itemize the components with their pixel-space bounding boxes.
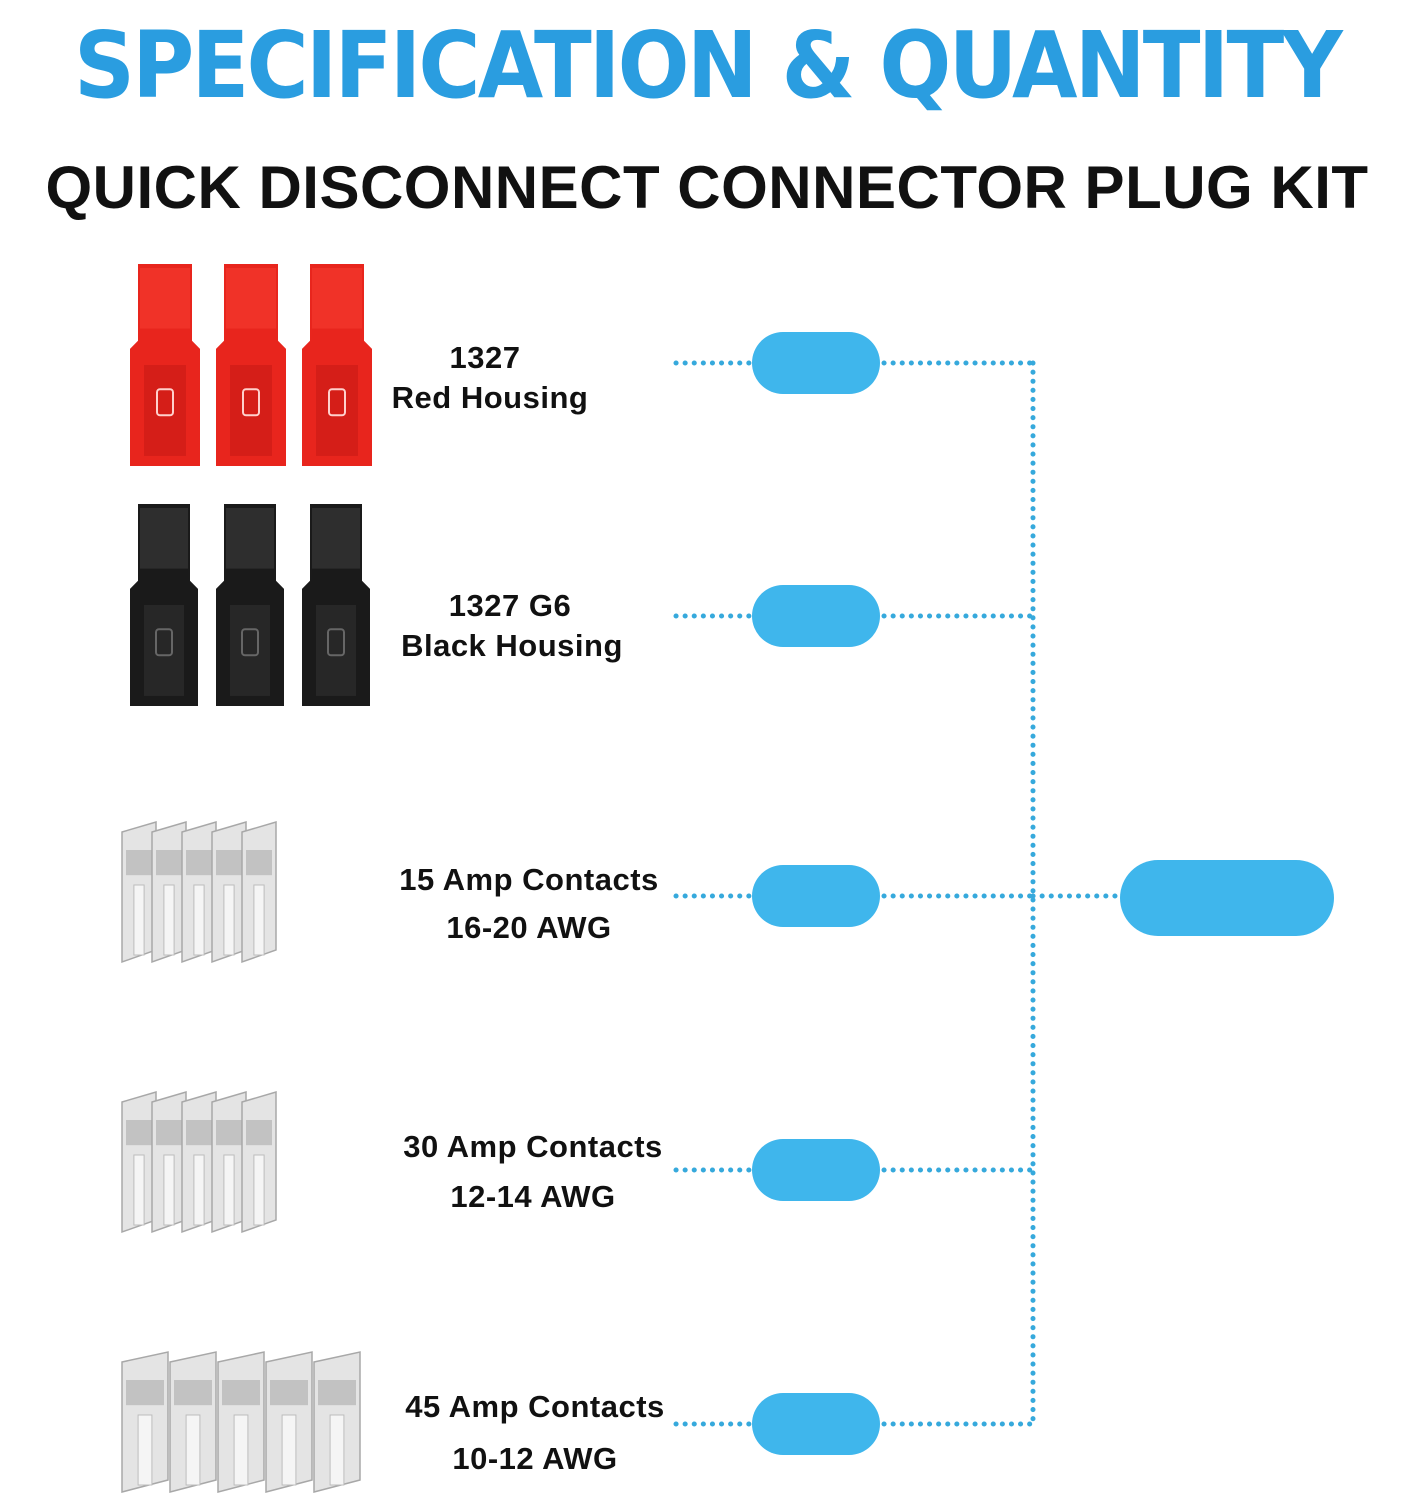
contact-15a-0 [121, 820, 157, 964]
housing-groove [230, 365, 272, 456]
contact-band [126, 850, 152, 876]
housing-logo-mark [241, 628, 259, 657]
housing-highlight [226, 268, 276, 329]
contact-barrel [281, 1414, 297, 1486]
contact-15a-2 [181, 820, 217, 964]
contact-band [174, 1380, 212, 1406]
item-description: Black Housing [401, 628, 623, 663]
item-label-15-amp: 15 Amp Contacts 16-20 AWG [388, 856, 670, 952]
item-description: Red Housing [391, 380, 589, 415]
housing-logo-mark [156, 388, 174, 417]
contact-band [156, 850, 182, 876]
contact-barrel [133, 884, 145, 956]
contact-band [216, 1120, 242, 1146]
contact-barrel [223, 1154, 235, 1226]
contact-barrel [163, 1154, 175, 1226]
black-housing-2 [302, 504, 370, 706]
contact-barrel [193, 884, 205, 956]
item-code: 15 Amp Contacts [399, 862, 659, 897]
housing-groove [144, 365, 186, 456]
housing-groove [316, 365, 358, 456]
contact-barrel [193, 1154, 205, 1226]
housing-highlight [140, 268, 190, 329]
contact-band [186, 1120, 212, 1146]
product-images [121, 264, 372, 1493]
contact-45a-3 [265, 1351, 313, 1493]
contact-barrel [133, 1154, 145, 1226]
contact-30a-4 [241, 1090, 277, 1234]
page-title: SPECIFICATION & QUANTITY [74, 12, 1343, 119]
contact-45a-4 [313, 1351, 361, 1493]
contact-band [186, 850, 212, 876]
item-code: 1327 G6 [448, 588, 572, 623]
housing-logo-mark [242, 388, 260, 417]
contact-band [126, 1380, 164, 1406]
quantity-pill-4 [752, 1393, 880, 1455]
quantity-pill-1 [752, 585, 880, 647]
housing-groove [316, 605, 356, 696]
contact-30a-1 [151, 1090, 187, 1234]
contact-barrel [233, 1414, 249, 1486]
quantity-pills [752, 332, 1334, 1455]
contact-30a-2 [181, 1090, 217, 1234]
contact-band [126, 1120, 152, 1146]
contact-45a-0 [121, 1351, 169, 1493]
contact-barrel [253, 884, 265, 956]
red-housing-0 [130, 264, 200, 466]
quantity-pill-3 [752, 1139, 880, 1201]
item-label-red-housing: 1327 Red Housing [380, 338, 600, 418]
contact-band [318, 1380, 356, 1406]
contact-30a-0 [121, 1090, 157, 1234]
contact-band [246, 1120, 272, 1146]
contact-band [270, 1380, 308, 1406]
contact-band [222, 1380, 260, 1406]
housing-highlight [312, 268, 362, 329]
housing-logo-mark [328, 388, 346, 417]
page-subtitle: QUICK DISCONNECT CONNECTOR PLUG KIT [45, 154, 1369, 221]
contact-15a-1 [151, 820, 187, 964]
dotted-connectors [673, 360, 1119, 1427]
contact-15a-4 [241, 820, 277, 964]
housing-highlight [226, 508, 274, 569]
contact-barrel [253, 1154, 265, 1226]
contact-barrel [137, 1414, 153, 1486]
contact-band [156, 1120, 182, 1146]
contact-barrel [223, 884, 235, 956]
black-housing-1 [216, 504, 284, 706]
contact-15a-3 [211, 820, 247, 964]
housing-groove [230, 605, 270, 696]
item-description: 10-12 AWG [452, 1441, 618, 1476]
item-code: 45 Amp Contacts [405, 1389, 665, 1424]
black-housing-0 [130, 504, 198, 706]
housing-logo-mark [327, 628, 345, 657]
red-housing-2 [302, 264, 372, 466]
contact-barrel [163, 884, 175, 956]
housing-highlight [140, 508, 188, 569]
item-label-45-amp: 45 Amp Contacts 10-12 AWG [394, 1381, 676, 1485]
housing-groove [144, 605, 184, 696]
item-code: 1327 [449, 340, 521, 375]
contact-30a-3 [211, 1090, 247, 1234]
contact-band [216, 850, 242, 876]
housing-highlight [312, 508, 360, 569]
contact-band [246, 850, 272, 876]
total-pill [1120, 860, 1334, 936]
contact-45a-1 [169, 1351, 217, 1493]
item-description: 12-14 AWG [450, 1179, 616, 1214]
quantity-pill-0 [752, 332, 880, 394]
contact-barrel [329, 1414, 345, 1486]
contact-45a-2 [217, 1351, 265, 1493]
contact-barrel [185, 1414, 201, 1486]
quantity-pill-2 [752, 865, 880, 927]
item-label-30-amp: 30 Amp Contacts 12-14 AWG [392, 1122, 674, 1222]
item-code: 30 Amp Contacts [403, 1129, 663, 1164]
item-description: 16-20 AWG [446, 910, 612, 945]
item-label-black-housing: 1327 G6 Black Housing [392, 586, 632, 666]
red-housing-1 [216, 264, 286, 466]
housing-logo-mark [155, 628, 173, 657]
